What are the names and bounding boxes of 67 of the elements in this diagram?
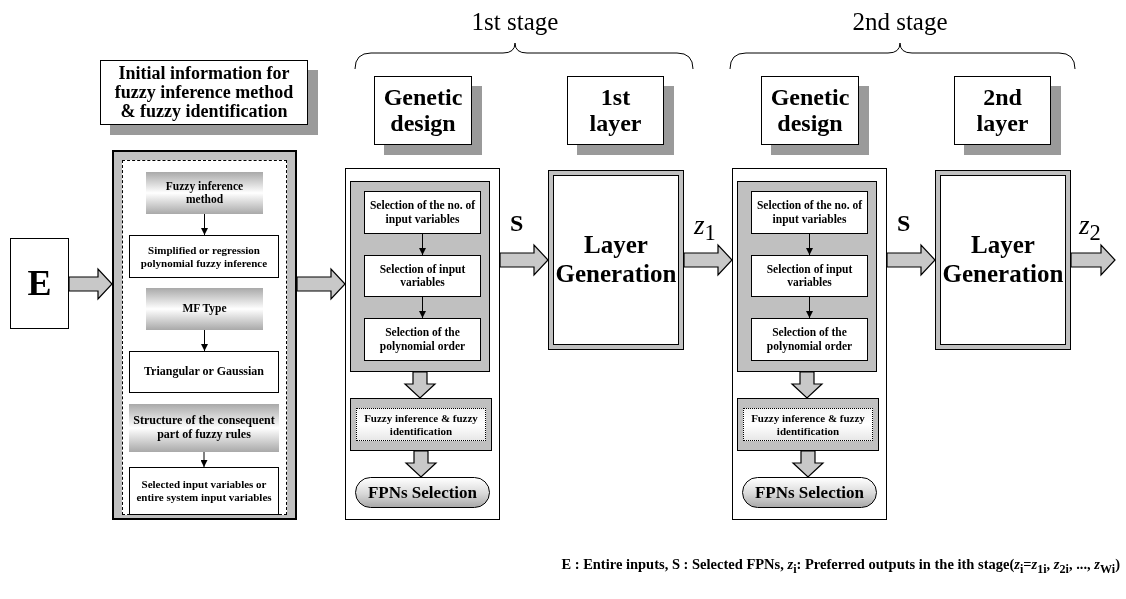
arrow (419, 233, 426, 256)
block-arrow (68, 267, 113, 301)
edge-label: S (897, 210, 911, 237)
process-box (129, 467, 279, 515)
arrow (806, 296, 813, 319)
block-arrow (499, 243, 549, 277)
heading-box (146, 288, 263, 330)
arrow (201, 213, 208, 236)
box-label: E (27, 262, 52, 305)
box-label: Selection of input variables (378, 262, 467, 290)
process-box (751, 318, 868, 361)
block-arrow (790, 371, 824, 399)
edge-label: S (510, 210, 524, 237)
box-label: Simplified or regression polynomial fuzzy inference (139, 243, 269, 270)
block-arrow (296, 267, 346, 301)
stage-label: 1st stage (470, 8, 560, 36)
box-label: Selected input variables or entire system input variables (135, 478, 273, 504)
box-label: Structure of the consequent part of fuzzy rules (133, 414, 275, 442)
box-label: MF Type (182, 302, 227, 316)
edge-label: z$_{1}$ (694, 210, 716, 247)
process-box (751, 255, 868, 297)
box-label: FPNs Selection (754, 482, 865, 503)
box-label: FPNs Selection (367, 482, 478, 503)
terminal-box (355, 477, 490, 508)
process-box (364, 318, 481, 361)
heading-box (146, 172, 263, 214)
box-label: Fuzzy inference & fuzzy identification (356, 407, 486, 442)
box-label: Selection of the no. of input variables (369, 199, 476, 226)
arrow (806, 233, 813, 256)
group-box (350, 181, 490, 372)
edge-label: z$_{2}$ (1079, 210, 1101, 247)
terminal-box (742, 477, 877, 508)
box-label: Fuzzy inference & fuzzy identification (743, 407, 873, 442)
box-label: Selection of the no. of input variables (756, 199, 863, 226)
block-arrow (683, 243, 733, 277)
process-box (737, 398, 879, 451)
block-arrow (886, 243, 936, 277)
box-label: Selection of the polynomial order (765, 326, 854, 353)
stage-label: 2nd stage (851, 8, 949, 36)
heading-box (129, 404, 279, 452)
arrow (200, 451, 208, 468)
block-arrow (404, 450, 438, 478)
block-arrow (403, 371, 437, 399)
box-label: Triangular or Gaussian (144, 365, 264, 379)
group-box (737, 181, 877, 372)
arrow (419, 296, 426, 319)
process-box (10, 238, 69, 329)
caption: E : Entire inputs, S : Selected FPNs, z$_{i}$: Preferred outputs in the ith stage(z$_{i}$=z$_{1i}$, z$_{2i}$, ..., z$_{Wi}$) (561, 556, 1120, 577)
title-box: 1st layer (567, 76, 664, 145)
box-label: Layer Generation (554, 231, 678, 289)
title-box: Initial information for fuzzy inference method & fuzzy identification (100, 60, 308, 125)
title-box: Genetic design (761, 76, 859, 145)
box-label: Selection of input variables (765, 262, 854, 290)
box-label: Layer Generation (941, 231, 1065, 289)
title-box: Genetic design (374, 76, 472, 145)
box-label: Selection of the polynomial order (378, 326, 467, 353)
process-box (129, 235, 279, 278)
process-box (129, 351, 279, 393)
process-box (350, 398, 492, 451)
title-box: 2nd layer (954, 76, 1051, 145)
box-label: Fuzzy inference method (164, 179, 245, 207)
process-box (364, 191, 481, 234)
block-arrow (1070, 243, 1116, 277)
process-box (751, 191, 868, 234)
block-arrow (791, 450, 825, 478)
process-box (364, 255, 481, 297)
arrow (201, 329, 208, 352)
